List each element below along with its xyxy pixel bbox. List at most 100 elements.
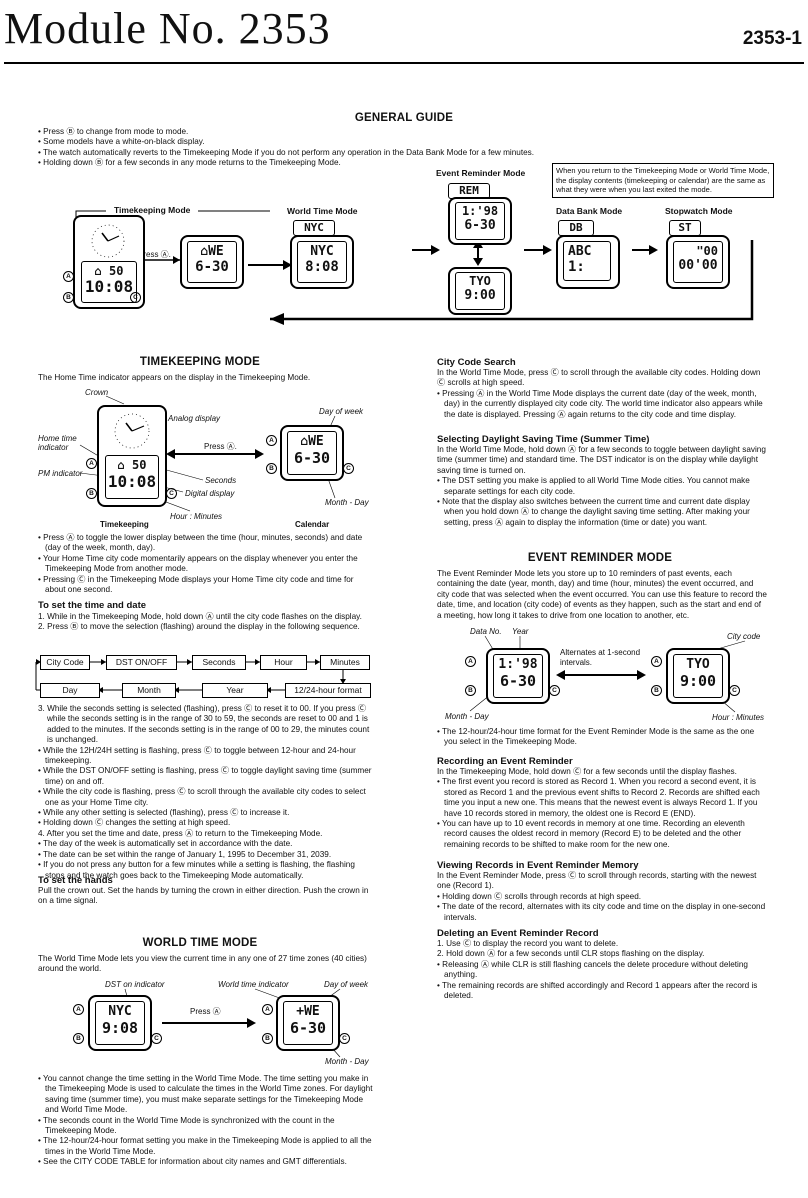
recording-heading: Recording an Event Reminder bbox=[437, 756, 573, 767]
caption-seconds: Seconds bbox=[205, 476, 237, 485]
calendar-display: ⌂WE 6-30 bbox=[187, 241, 237, 283]
event-diagram-arrows bbox=[469, 635, 746, 713]
city-code-search-text: In the World Time Mode, press Ⓒ to scrol… bbox=[437, 368, 767, 420]
general-guide-bullets: Press Ⓑ to change from mode to mode. Som… bbox=[38, 127, 768, 169]
event-mode-indicator: REM bbox=[448, 183, 490, 199]
caption-world-press-a: Press Ⓐ bbox=[190, 1007, 221, 1016]
world-date-watch: +WE 6-30 bbox=[276, 995, 340, 1051]
event-city-button-c[interactable]: C bbox=[729, 685, 740, 696]
caption-alternates: Alternates at 1-second intervals. bbox=[560, 648, 641, 667]
world-button-c[interactable]: C bbox=[151, 1033, 162, 1044]
press-a-label: Press Ⓐ. bbox=[138, 250, 171, 259]
event-record-display: 1:'98 6-30 bbox=[493, 654, 543, 698]
caption-press-a: Press Ⓐ. bbox=[204, 442, 237, 451]
analog-dial bbox=[91, 224, 125, 258]
seq-day: Day bbox=[40, 683, 100, 698]
data-bank-display: ABC 1: bbox=[563, 241, 611, 281]
caption-hour-minutes: Hour : Minutes bbox=[170, 512, 223, 521]
timekeeping-digital-display: ⌂ 50 10:08 bbox=[81, 261, 137, 303]
caption-dst-indicator: DST on indicator bbox=[105, 980, 165, 989]
stopwatch-watch: "00 00'00 bbox=[666, 235, 730, 289]
caption-world-day-of-week: Day of week bbox=[324, 980, 369, 989]
event-reminder-mode-label: Event Reminder Mode bbox=[436, 168, 526, 178]
world-date-button-c[interactable]: C bbox=[339, 1033, 350, 1044]
event-button-c[interactable]: C bbox=[549, 685, 560, 696]
event-reminder-intro: The Event Reminder Mode lets you store u… bbox=[437, 569, 767, 620]
world-date-button-b[interactable]: B bbox=[262, 1033, 273, 1044]
caption-analog-display: Analog display bbox=[168, 414, 221, 423]
timekeeping-mode-label: Timekeeping Mode bbox=[114, 205, 191, 215]
calendar-button-a[interactable]: A bbox=[266, 435, 277, 446]
data-bank-mode-label: Data Bank Mode bbox=[556, 206, 623, 216]
world-time-watch-detail: NYC 9:08 bbox=[88, 995, 152, 1051]
button-a[interactable]: A bbox=[63, 271, 74, 282]
dst-heading: Selecting Daylight Saving Time (Summer T… bbox=[437, 434, 650, 445]
event-city-button-b[interactable]: B bbox=[651, 685, 662, 696]
calendar-button-c[interactable]: C bbox=[343, 463, 354, 474]
event-button-b[interactable]: B bbox=[465, 685, 476, 696]
viewing-text: In the Event Reminder Mode, press Ⓒ to s… bbox=[437, 871, 767, 923]
caption-month-day: Month - Day bbox=[325, 498, 369, 507]
city-code-search-heading: City Code Search bbox=[437, 357, 516, 368]
caption-data-no: Data No. bbox=[470, 627, 502, 636]
world-date-button-a[interactable]: A bbox=[262, 1004, 273, 1015]
mode-return-note: When you return to the Timekeeping Mode … bbox=[552, 163, 774, 198]
world-time-mode-label: World Time Mode bbox=[287, 206, 358, 216]
stopwatch-mode-label: Stopwatch Mode bbox=[665, 206, 733, 216]
event-city-button-a[interactable]: A bbox=[651, 656, 662, 667]
seq-hour: Hour bbox=[260, 655, 307, 670]
caption-world-month-day: Month - Day bbox=[325, 1057, 369, 1066]
data-bank-watch: ABC 1: bbox=[556, 235, 620, 289]
caption-world-time-indicator: World time indicator bbox=[218, 980, 289, 989]
page-number: 2353-1 bbox=[742, 28, 802, 49]
event-button-a[interactable]: A bbox=[465, 656, 476, 667]
event-city-display-detail: TYO 9:00 bbox=[673, 654, 723, 698]
module-title: Module No. 2353 bbox=[4, 4, 331, 53]
seq-seconds: Seconds bbox=[192, 655, 246, 670]
set-hands-heading: To set the hands bbox=[38, 875, 113, 886]
seq-format: 12/24-hour format bbox=[285, 683, 371, 698]
stopwatch-mode-indicator: ST bbox=[669, 220, 701, 236]
world-button-a[interactable]: A bbox=[73, 1004, 84, 1015]
stopwatch-display: "00 00'00 bbox=[673, 241, 723, 283]
event-reminder-watch: 1:'98 6-30 bbox=[448, 197, 512, 245]
world-time-heading: WORLD TIME MODE bbox=[142, 937, 258, 949]
timekeeping-digital-display-detail: ⌂ 50 10:08 bbox=[105, 455, 159, 499]
seq-minutes: Minutes bbox=[320, 655, 370, 670]
world-time-bullets: You cannot change the time setting in th… bbox=[38, 1074, 376, 1168]
world-button-b[interactable]: B bbox=[73, 1033, 84, 1044]
analog-dial-detail bbox=[114, 413, 150, 449]
set-time-steps: 1. While in the Timekeeping Mode, hold d… bbox=[38, 612, 362, 632]
header-rule bbox=[4, 62, 804, 64]
set-time-details: 3. While the seconds setting is selected… bbox=[38, 704, 376, 881]
caption-crown: Crown bbox=[85, 388, 109, 397]
world-time-display: NYC 8:08 bbox=[297, 241, 347, 283]
event-record-watch: 1:'98 6-30 bbox=[486, 648, 550, 704]
caption-timekeeping: Timekeeping bbox=[100, 520, 149, 529]
calendar-display-detail: ⌂WE 6-30 bbox=[287, 431, 337, 475]
event-format-bullet: The 12-hour/24-hour time format for the … bbox=[437, 727, 767, 748]
world-date-display: +WE 6-30 bbox=[283, 1001, 333, 1045]
world-time-display-detail: NYC 9:08 bbox=[95, 1001, 145, 1045]
caption-event-month-day: Month - Day bbox=[445, 712, 489, 721]
button-c[interactable]: C bbox=[130, 292, 141, 303]
world-mode-indicator: NYC bbox=[293, 220, 335, 236]
calendar-watch: ⌂WE 6-30 bbox=[180, 235, 244, 289]
deleting-text: 1. Use Ⓒ to display the record you want … bbox=[437, 939, 767, 1001]
button-b-detail[interactable]: B bbox=[86, 488, 97, 499]
button-c-detail[interactable]: C bbox=[166, 488, 177, 499]
general-guide-heading: GENERAL GUIDE bbox=[354, 112, 454, 124]
calendar-button-b[interactable]: B bbox=[266, 463, 277, 474]
seq-month: Month bbox=[122, 683, 176, 698]
seq-city-code: City Code bbox=[40, 655, 90, 670]
set-time-heading: To set the time and date bbox=[38, 600, 147, 611]
timekeeping-watch-detail: ⌂ 50 10:08 bbox=[97, 405, 167, 507]
timekeeping-bullets: Press Ⓐ to toggle the lower display betw… bbox=[38, 533, 376, 595]
timekeeping-intro: The Home Time indicator appears on the d… bbox=[38, 373, 311, 382]
caption-year: Year bbox=[512, 627, 529, 636]
button-b[interactable]: B bbox=[63, 292, 74, 303]
caption-day-of-week: Day of week bbox=[319, 407, 364, 416]
button-a-detail[interactable]: A bbox=[86, 458, 97, 469]
world-time-watch: NYC 8:08 bbox=[290, 235, 354, 289]
event-reminder-heading: EVENT REMINDER MODE bbox=[527, 552, 673, 564]
